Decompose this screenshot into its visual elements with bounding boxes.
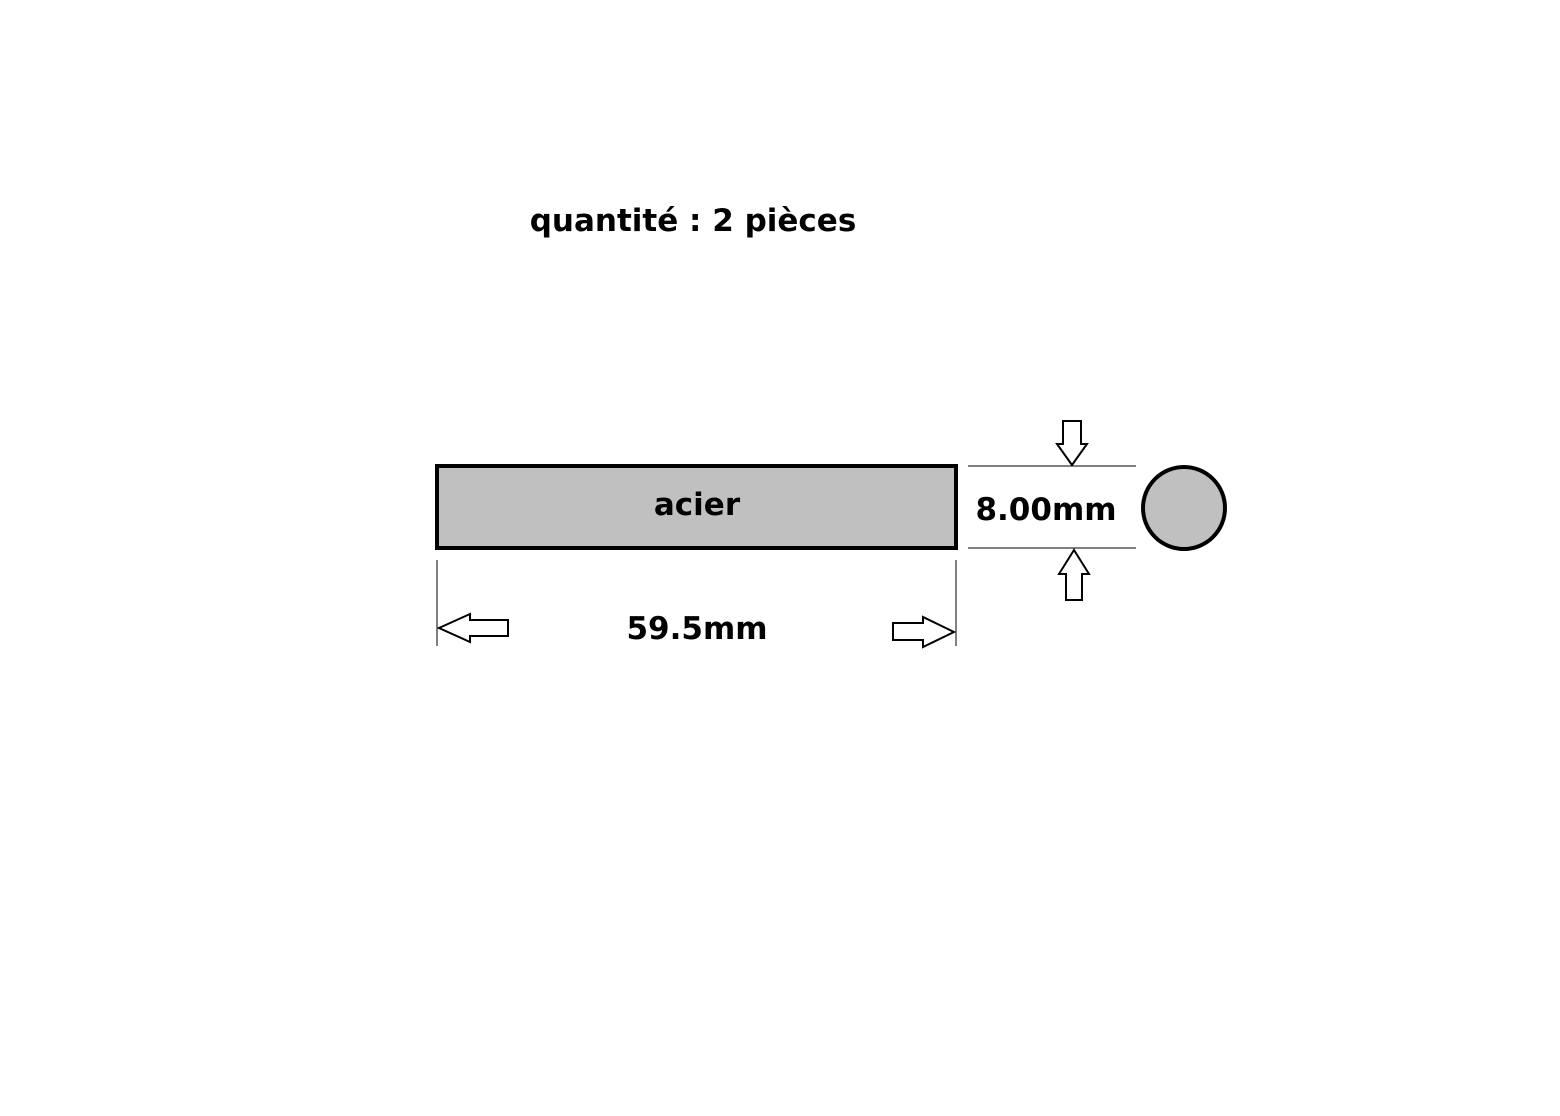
arrow-left-icon [436, 612, 509, 644]
length-label: 59.5mm [626, 611, 767, 647]
quantity-label: quantité : 2 pièces [530, 203, 857, 239]
arrow-up-icon [1057, 548, 1091, 601]
arrow-down-icon [1055, 420, 1089, 467]
rod-cross-section [1141, 465, 1227, 551]
arrow-right-icon [892, 615, 957, 649]
diameter-label: 8.00mm [975, 492, 1116, 528]
rod-side-view [435, 464, 958, 550]
material-label: acier [654, 487, 741, 523]
